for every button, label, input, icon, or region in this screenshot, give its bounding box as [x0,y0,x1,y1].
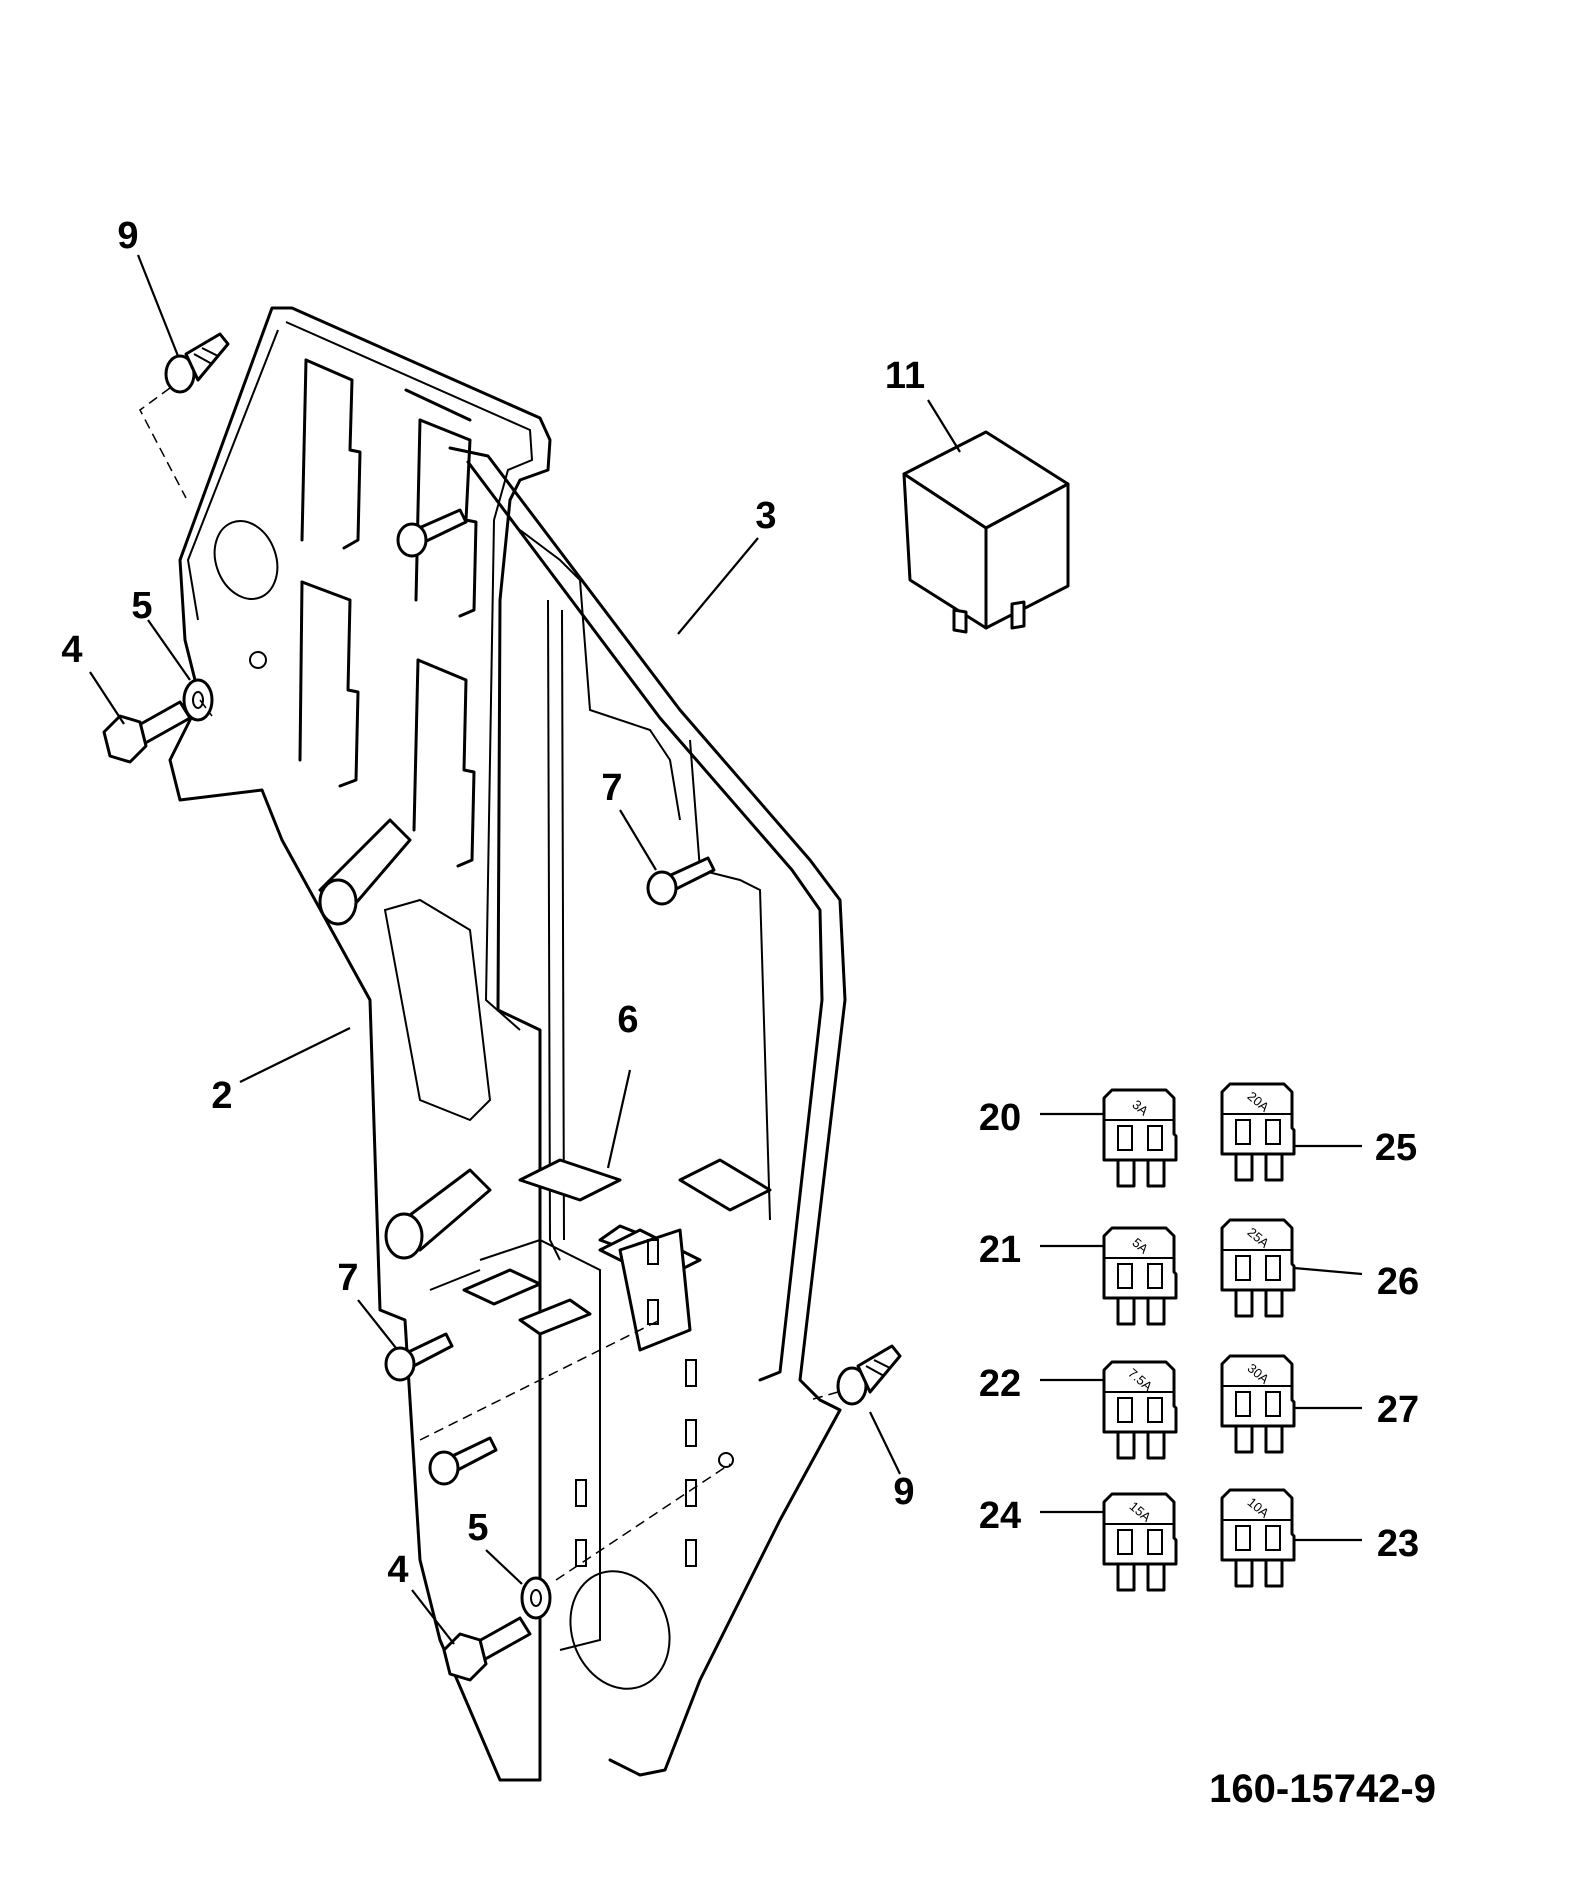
callout-2: 2 [211,1075,232,1117]
washer-5-upper [182,678,214,722]
fuse-25: 20A [1220,1082,1296,1182]
callout-9-upper: 9 [117,215,138,257]
drawing-number: 160-15742-9 [1209,1767,1436,1811]
mounting-panel-part-2 [168,306,671,1782]
callout-3: 3 [755,495,776,537]
callout-7-upper: 7 [601,767,622,809]
push-clip-9-lower [836,1344,902,1406]
callout-27: 27 [1377,1389,1419,1431]
leader-lines [89,254,1363,1645]
callout-5-lower: 5 [467,1507,488,1549]
push-clip-9-upper [164,332,230,394]
screw-7-mid [646,856,716,906]
callout-24: 24 [979,1495,1021,1537]
fuse-27: 30A [1220,1354,1296,1454]
frame-part-3 [448,446,847,1777]
callout-21: 21 [979,1229,1021,1271]
callout-9-lower: 9 [893,1471,914,1513]
callout-26: 26 [1377,1261,1419,1303]
callout-20: 20 [979,1097,1021,1139]
callout-6: 6 [617,999,638,1041]
bracket-part-6 [429,1158,772,1651]
callout-5-upper: 5 [131,585,152,627]
callout-4-upper: 4 [61,629,82,671]
callout-7-lower: 7 [337,1257,358,1299]
fuse-20: 3A [1102,1088,1178,1188]
callout-4-lower: 4 [387,1549,408,1591]
relay-part-11 [902,430,1070,634]
screw-7-lower [384,1332,454,1382]
fuse-21: 5A [1102,1226,1178,1326]
callout-23: 23 [1377,1523,1419,1565]
fuse-22: 7.5A [1102,1360,1178,1460]
washer-5-lower [520,1576,552,1620]
callout-25: 25 [1375,1127,1417,1169]
callout-11: 11 [885,355,925,397]
fuse-26: 25A [1220,1218,1296,1318]
bolt-4-lower [442,1616,532,1682]
callout-22: 22 [979,1363,1021,1405]
screw-7-upper-left [396,508,468,558]
fuse-23: 10A [1220,1488,1296,1588]
screw-7-bottom [428,1436,498,1486]
fuse-24: 15A [1102,1492,1178,1592]
panel-sockets [298,358,478,868]
bolt-4-upper [102,700,192,764]
